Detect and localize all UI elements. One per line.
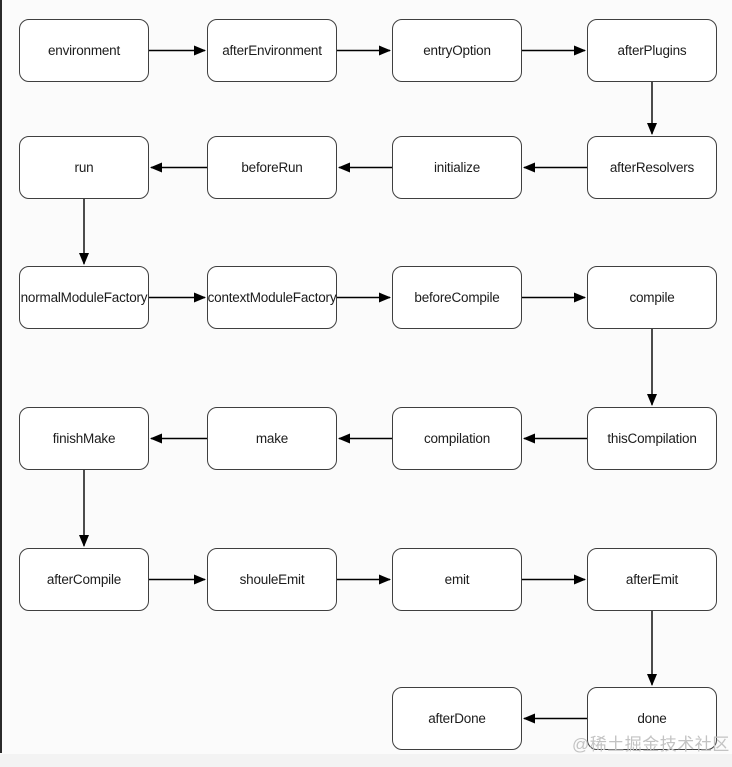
node-make: make [207,407,337,470]
node-normalModuleFactory: normalModuleFactory [19,266,149,329]
node-label: beforeRun [241,160,303,175]
watermark-text: @稀土掘金技术社区 [572,735,730,754]
node-contextModuleFactory: contextModuleFactory [207,266,337,329]
node-beforeRun: beforeRun [207,136,337,199]
node-label: afterCompile [46,572,122,587]
node-label: finishMake [52,431,116,446]
node-label: emit [444,572,470,587]
node-finishMake: finishMake [19,407,149,470]
node-label: compile [629,290,675,305]
node-beforeCompile: beforeCompile [392,266,522,329]
node-afterPlugins: afterPlugins [587,19,717,82]
node-initialize: initialize [392,136,522,199]
node-afterResolvers: afterResolvers [587,136,717,199]
node-done: done [587,687,717,750]
left-edge-artifact [0,0,2,753]
node-afterEnvironment: afterEnvironment [207,19,337,82]
node-emit: emit [392,548,522,611]
node-shouleEmit: shouleEmit [207,548,337,611]
node-label: afterEnvironment [222,43,322,58]
bottom-scan-band [0,754,732,767]
node-label: run [74,160,94,175]
node-label: initialize [433,160,481,175]
node-label: entryOption [423,43,491,58]
node-label: afterEmit [625,572,679,587]
node-label: thisCompilation [607,431,697,446]
node-afterDone: afterDone [392,687,522,750]
node-label: contextModuleFactory [207,290,337,305]
node-label: environment [47,43,121,58]
node-label: shouleEmit [239,572,305,587]
node-compilation: compilation [392,407,522,470]
node-environment: environment [19,19,149,82]
node-entryOption: entryOption [392,19,522,82]
node-afterCompile: afterCompile [19,548,149,611]
node-label: make [255,431,289,446]
node-afterEmit: afterEmit [587,548,717,611]
node-label: afterDone [428,711,486,726]
node-label: normalModuleFactory [20,290,148,305]
node-label: compilation [423,431,491,446]
node-label: beforeCompile [414,290,500,305]
node-label: done [637,711,667,726]
node-run: run [19,136,149,199]
node-label: afterPlugins [617,43,687,58]
node-label: afterResolvers [609,160,695,175]
node-compile: compile [587,266,717,329]
node-thisCompilation: thisCompilation [587,407,717,470]
